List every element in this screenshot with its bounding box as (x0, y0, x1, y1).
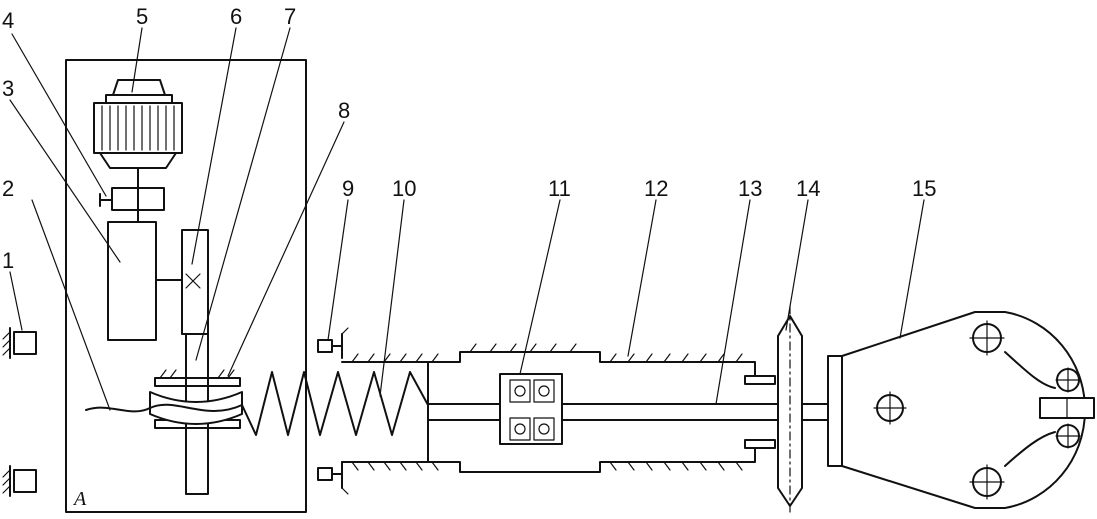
part-labels: 1 2 3 4 5 6 7 8 9 10 11 12 13 14 15 (2, 4, 936, 273)
label-2: 2 (2, 176, 14, 201)
part-4-brake (99, 187, 165, 223)
label-10: 10 (392, 176, 416, 201)
label-7: 7 (284, 4, 296, 29)
label-5: 5 (136, 4, 148, 29)
label-4: 4 (2, 8, 14, 33)
part-11-bearings (499, 373, 563, 445)
label-12: 12 (644, 176, 668, 201)
part-8-guide (149, 369, 243, 429)
label-6: 6 (230, 4, 242, 29)
part-13-shaft (427, 403, 831, 421)
part-9-anchor (317, 327, 349, 495)
label-8: 8 (338, 98, 350, 123)
label-9: 9 (342, 176, 354, 201)
part-15-clamp-head (827, 311, 1095, 509)
part-12-housing (341, 343, 776, 473)
label-1: 1 (2, 248, 14, 273)
part-3-reducer (107, 221, 183, 341)
label-3: 3 (2, 76, 14, 101)
part-10-spring (241, 361, 429, 463)
leader-lines (9, 27, 925, 411)
label-14: 14 (796, 176, 820, 201)
label-11: 11 (548, 176, 571, 201)
label-15: 15 (912, 176, 936, 201)
frame-label-a: A (72, 488, 87, 510)
frame-a (65, 59, 307, 513)
part-1-ground-supports (2, 327, 37, 497)
label-13: 13 (738, 176, 762, 201)
part-14-pin (777, 305, 803, 515)
part-5-motor (93, 79, 183, 189)
